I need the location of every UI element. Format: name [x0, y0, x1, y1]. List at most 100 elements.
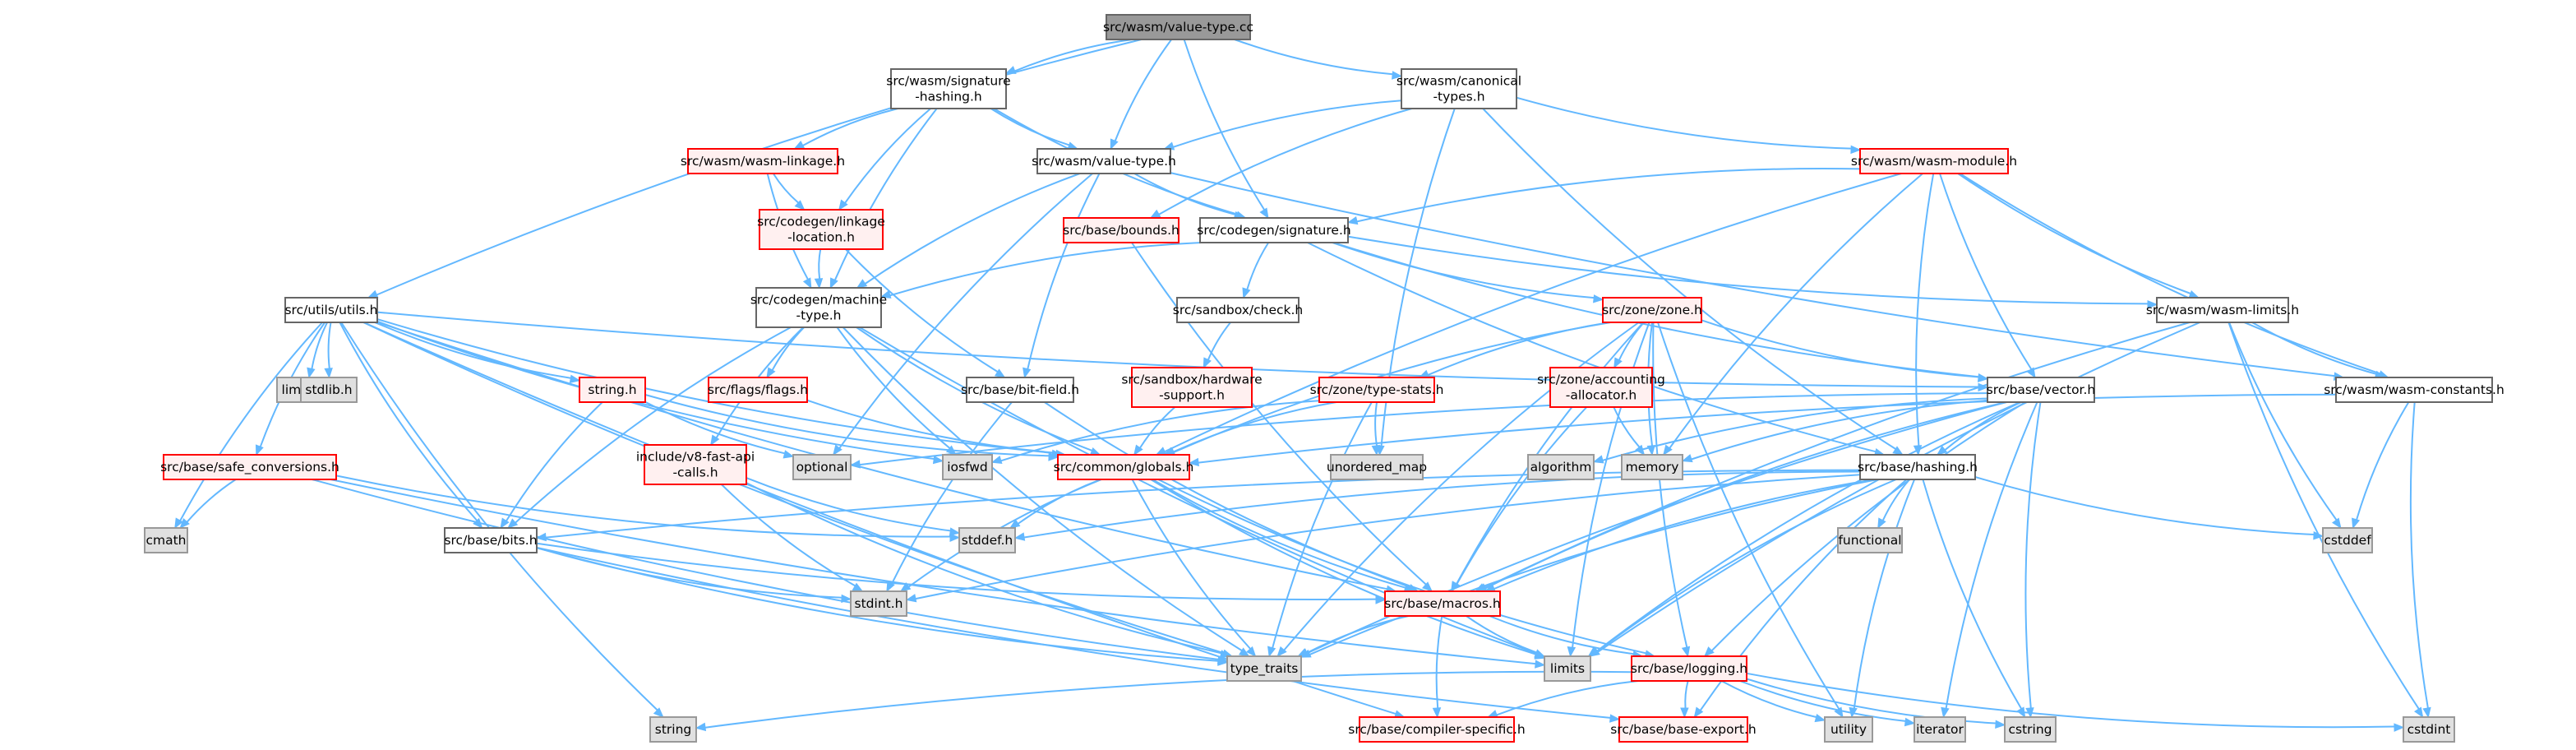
- edge-line: [1157, 479, 1646, 655]
- node-label: src/common/globals.h: [1054, 460, 1194, 475]
- edge-wmod-to-csig: [1346, 168, 1861, 225]
- node-box: [1131, 367, 1253, 408]
- edge-mtype-to-flags: [766, 326, 805, 379]
- node-label: src/wasm/wasm-constants.h: [2324, 382, 2504, 397]
- edge-arrowhead: [255, 444, 264, 456]
- node-label: src/wasm/wasm-limits.h: [2146, 303, 2299, 317]
- edge-arrowhead: [2422, 706, 2431, 719]
- node-ztstats[interactable]: src/zone/type-stats.h: [1310, 377, 1444, 403]
- node-compspec[interactable]: src/base/compiler-specific.h: [1348, 716, 1526, 743]
- edge-arrowhead: [1149, 209, 1161, 219]
- edge-line: [1701, 319, 1979, 378]
- edge-arrowhead: [174, 517, 183, 530]
- node-hashing[interactable]: src/base/hashing.h: [1858, 454, 1978, 480]
- node-box: [1914, 716, 1966, 743]
- node-logging[interactable]: src/base/logging.h: [1631, 655, 1747, 682]
- edge-bvector-to-logging: [1703, 401, 2026, 657]
- node-cstdint: cstdint: [2403, 716, 2455, 743]
- edge-line: [340, 322, 658, 711]
- edge-line: [1853, 479, 1916, 709]
- edge-canon-to-hashing: [1482, 108, 1904, 456]
- node-zalloc[interactable]: src/zone/accounting-allocator.h: [1537, 367, 1665, 408]
- node-box: [1063, 217, 1180, 243]
- node-baseexport[interactable]: src/base/base-export.h: [1610, 716, 1757, 743]
- edge-logging-to-cstdint: [1746, 672, 2405, 732]
- edge-line: [515, 326, 792, 524]
- edge-arrowhead: [507, 518, 519, 529]
- node-flags[interactable]: src/flags/flags.h: [708, 377, 808, 403]
- edge-zone-to-limits: [1567, 322, 1650, 658]
- node-linkage[interactable]: src/wasm/wasm-linkage.h: [681, 148, 845, 174]
- node-string-h[interactable]: string.h: [579, 377, 646, 403]
- node-box: [1621, 454, 1683, 480]
- node-stdint-h: stdint.h: [850, 590, 907, 617]
- edge-logging-to-utility: [1720, 680, 1826, 723]
- edge-arrowhead: [766, 367, 776, 379]
- edge-line: [1957, 173, 2191, 294]
- edge-arrowhead: [833, 444, 843, 456]
- node-bits[interactable]: src/base/bits.h: [444, 527, 538, 553]
- edge-arrowhead: [1936, 445, 1948, 456]
- edge-arrowhead: [2352, 517, 2361, 530]
- node-label: src/wasm/wasm-module.h: [1851, 154, 2017, 169]
- edge-line: [1881, 479, 1910, 521]
- edge-bvector-to-limits: [1587, 401, 2020, 657]
- edge-line: [1652, 322, 1688, 648]
- node-utils[interactable]: src/utils/utils.h: [284, 297, 378, 323]
- node-box: [759, 209, 884, 250]
- node-bitfield[interactable]: src/base/bit-field.h: [961, 377, 1079, 403]
- node-bvector[interactable]: src/base/vector.h: [1987, 377, 2096, 403]
- edge-arrowhead: [1276, 646, 1287, 658]
- edge-arrowhead: [1850, 145, 1862, 155]
- node-label: functional: [1838, 533, 1901, 548]
- edge-vt-h-to-csig: [1133, 173, 1245, 220]
- node-sbcheck[interactable]: src/sandbox/check.h: [1173, 297, 1303, 323]
- edge-utils-to-string-h: [374, 322, 581, 383]
- edge-line: [2228, 322, 2338, 521]
- edge-line: [1959, 173, 2380, 375]
- node-globals[interactable]: src/common/globals.h: [1054, 454, 1194, 480]
- edge-line: [376, 311, 1979, 388]
- edge-arrowhead: [905, 594, 917, 603]
- edge-arrowhead: [1133, 444, 1143, 456]
- edge-line: [1974, 475, 2315, 535]
- node-v8fast[interactable]: include/v8-fast-api-calls.h: [636, 444, 755, 485]
- node-wlimits[interactable]: src/wasm/wasm-limits.h: [2146, 297, 2299, 323]
- edge-arrowhead: [1418, 369, 1430, 378]
- node-safeconv[interactable]: src/base/safe_conversions.h: [160, 454, 339, 480]
- nodes-layer: src/wasm/value-type.cc src/wasm/signature…: [144, 14, 2504, 743]
- edge-arrowhead: [1703, 646, 1715, 657]
- node-macros[interactable]: src/base/macros.h: [1384, 590, 1501, 617]
- edge-utils-to-cmath: [174, 322, 323, 530]
- edge-arrowhead: [179, 518, 190, 529]
- node-sig-hash[interactable]: src/wasm/signature-hashing.h: [886, 68, 1011, 109]
- node-mtype[interactable]: src/codegen/machine-type.h: [750, 287, 887, 328]
- edge-arrowhead: [829, 277, 838, 289]
- edge-arrowhead: [949, 533, 961, 542]
- node-bounds[interactable]: src/base/bounds.h: [1063, 217, 1180, 243]
- node-wmod[interactable]: src/wasm/wasm-module.h: [1851, 148, 2017, 174]
- edge-arrowhead: [2414, 706, 2424, 719]
- edge-arrowhead: [1681, 454, 1693, 463]
- node-box: [1527, 454, 1595, 480]
- node-linkloc[interactable]: src/codegen/linkage-location.h: [757, 209, 885, 250]
- edge-line: [1944, 401, 2022, 451]
- edge-utils-to-limits-h: [307, 322, 328, 379]
- node-csig[interactable]: src/codegen/signature.h: [1197, 217, 1351, 243]
- node-canon[interactable]: src/wasm/canonical-types.h: [1396, 68, 1521, 109]
- node-sbhw[interactable]: src/sandbox/hardware-support.h: [1121, 367, 1263, 408]
- node-zone[interactable]: src/zone/zone.h: [1602, 297, 1702, 323]
- node-cstddef: cstddef: [2322, 527, 2373, 553]
- edge-arrowhead: [1246, 646, 1257, 657]
- edge-macros-to-type-traits: [1297, 615, 1410, 657]
- edge-arrowhead: [1892, 446, 1904, 456]
- edge-line: [1657, 322, 1840, 710]
- node-box: [644, 444, 747, 485]
- node-wconst[interactable]: src/wasm/wasm-constants.h: [2324, 377, 2504, 403]
- edge-line: [1746, 672, 2395, 729]
- edge-line: [374, 322, 571, 379]
- node-root[interactable]: src/wasm/value-type.cc: [1103, 14, 1253, 40]
- edge-line: [179, 322, 323, 521]
- node-vt-h[interactable]: src/wasm/value-type.h: [1032, 148, 1176, 174]
- edge-line: [1466, 615, 1537, 654]
